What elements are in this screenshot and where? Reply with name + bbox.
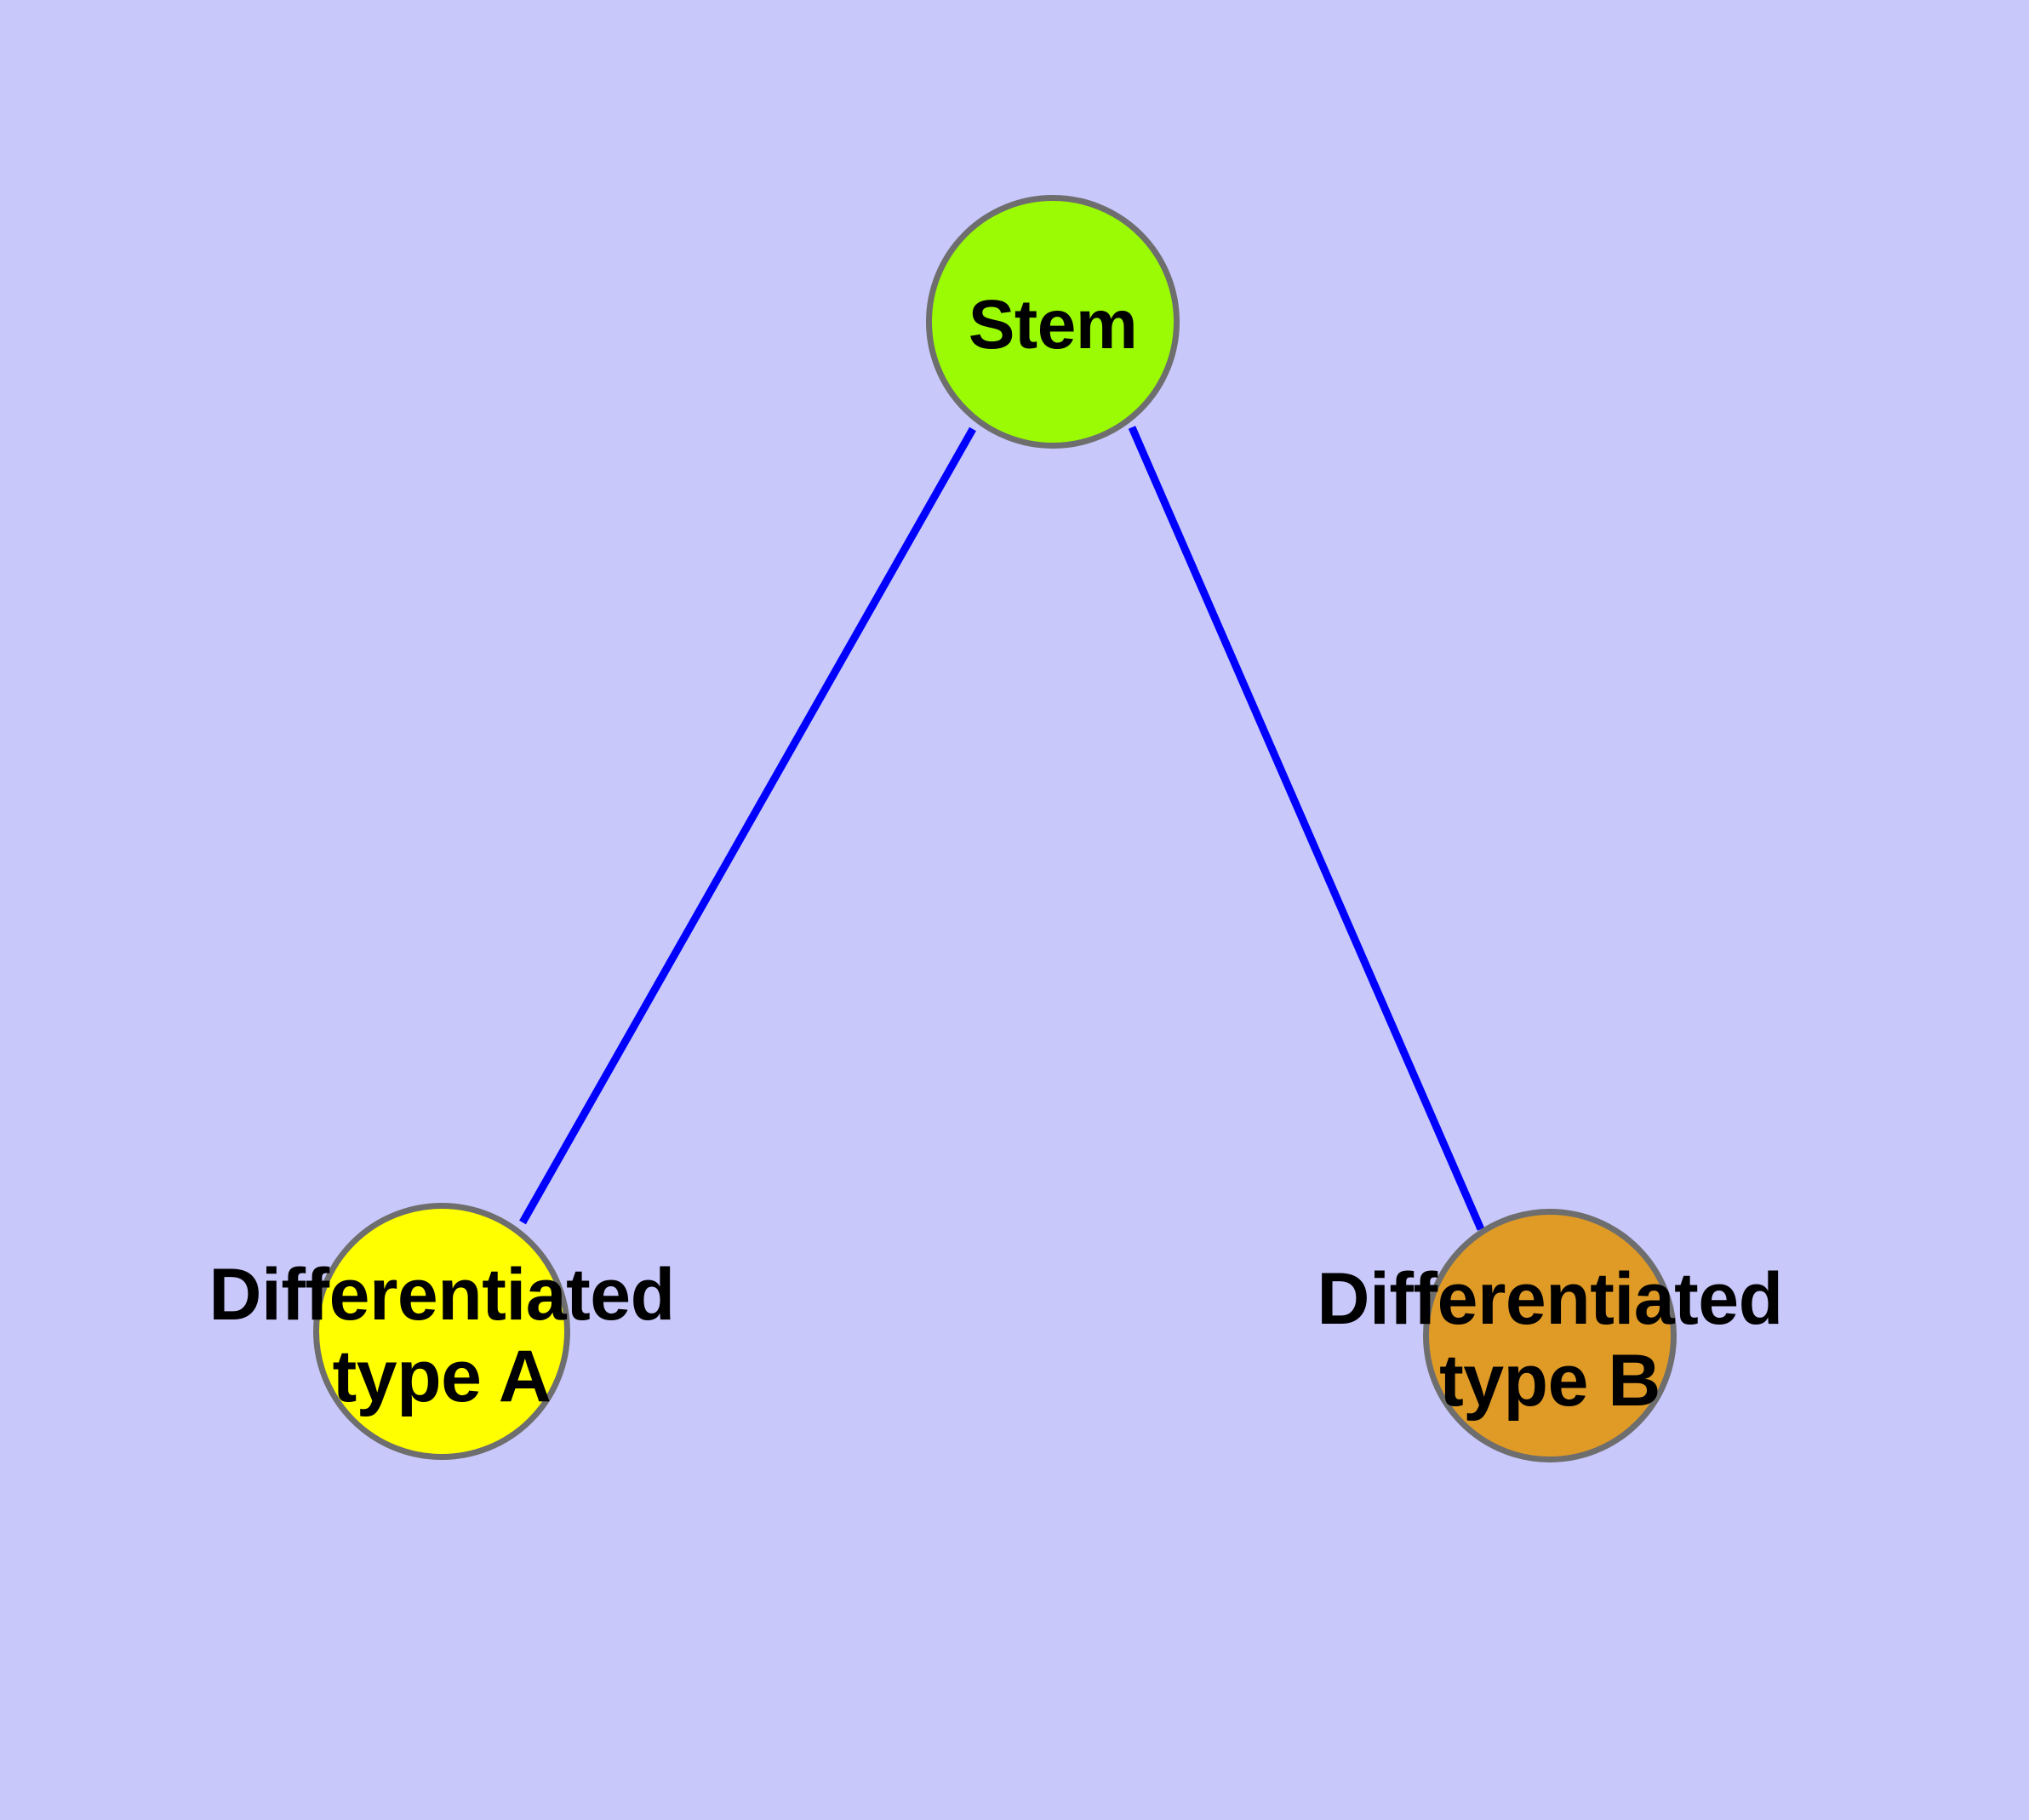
node-stem[interactable] [926,195,1180,449]
edge-stem-to-diff-a [519,426,976,1225]
node-differentiated-type-b[interactable] [1423,1209,1677,1462]
node-differentiated-type-a[interactable] [313,1203,570,1460]
edge-stem-to-diff-b [1128,426,1485,1231]
